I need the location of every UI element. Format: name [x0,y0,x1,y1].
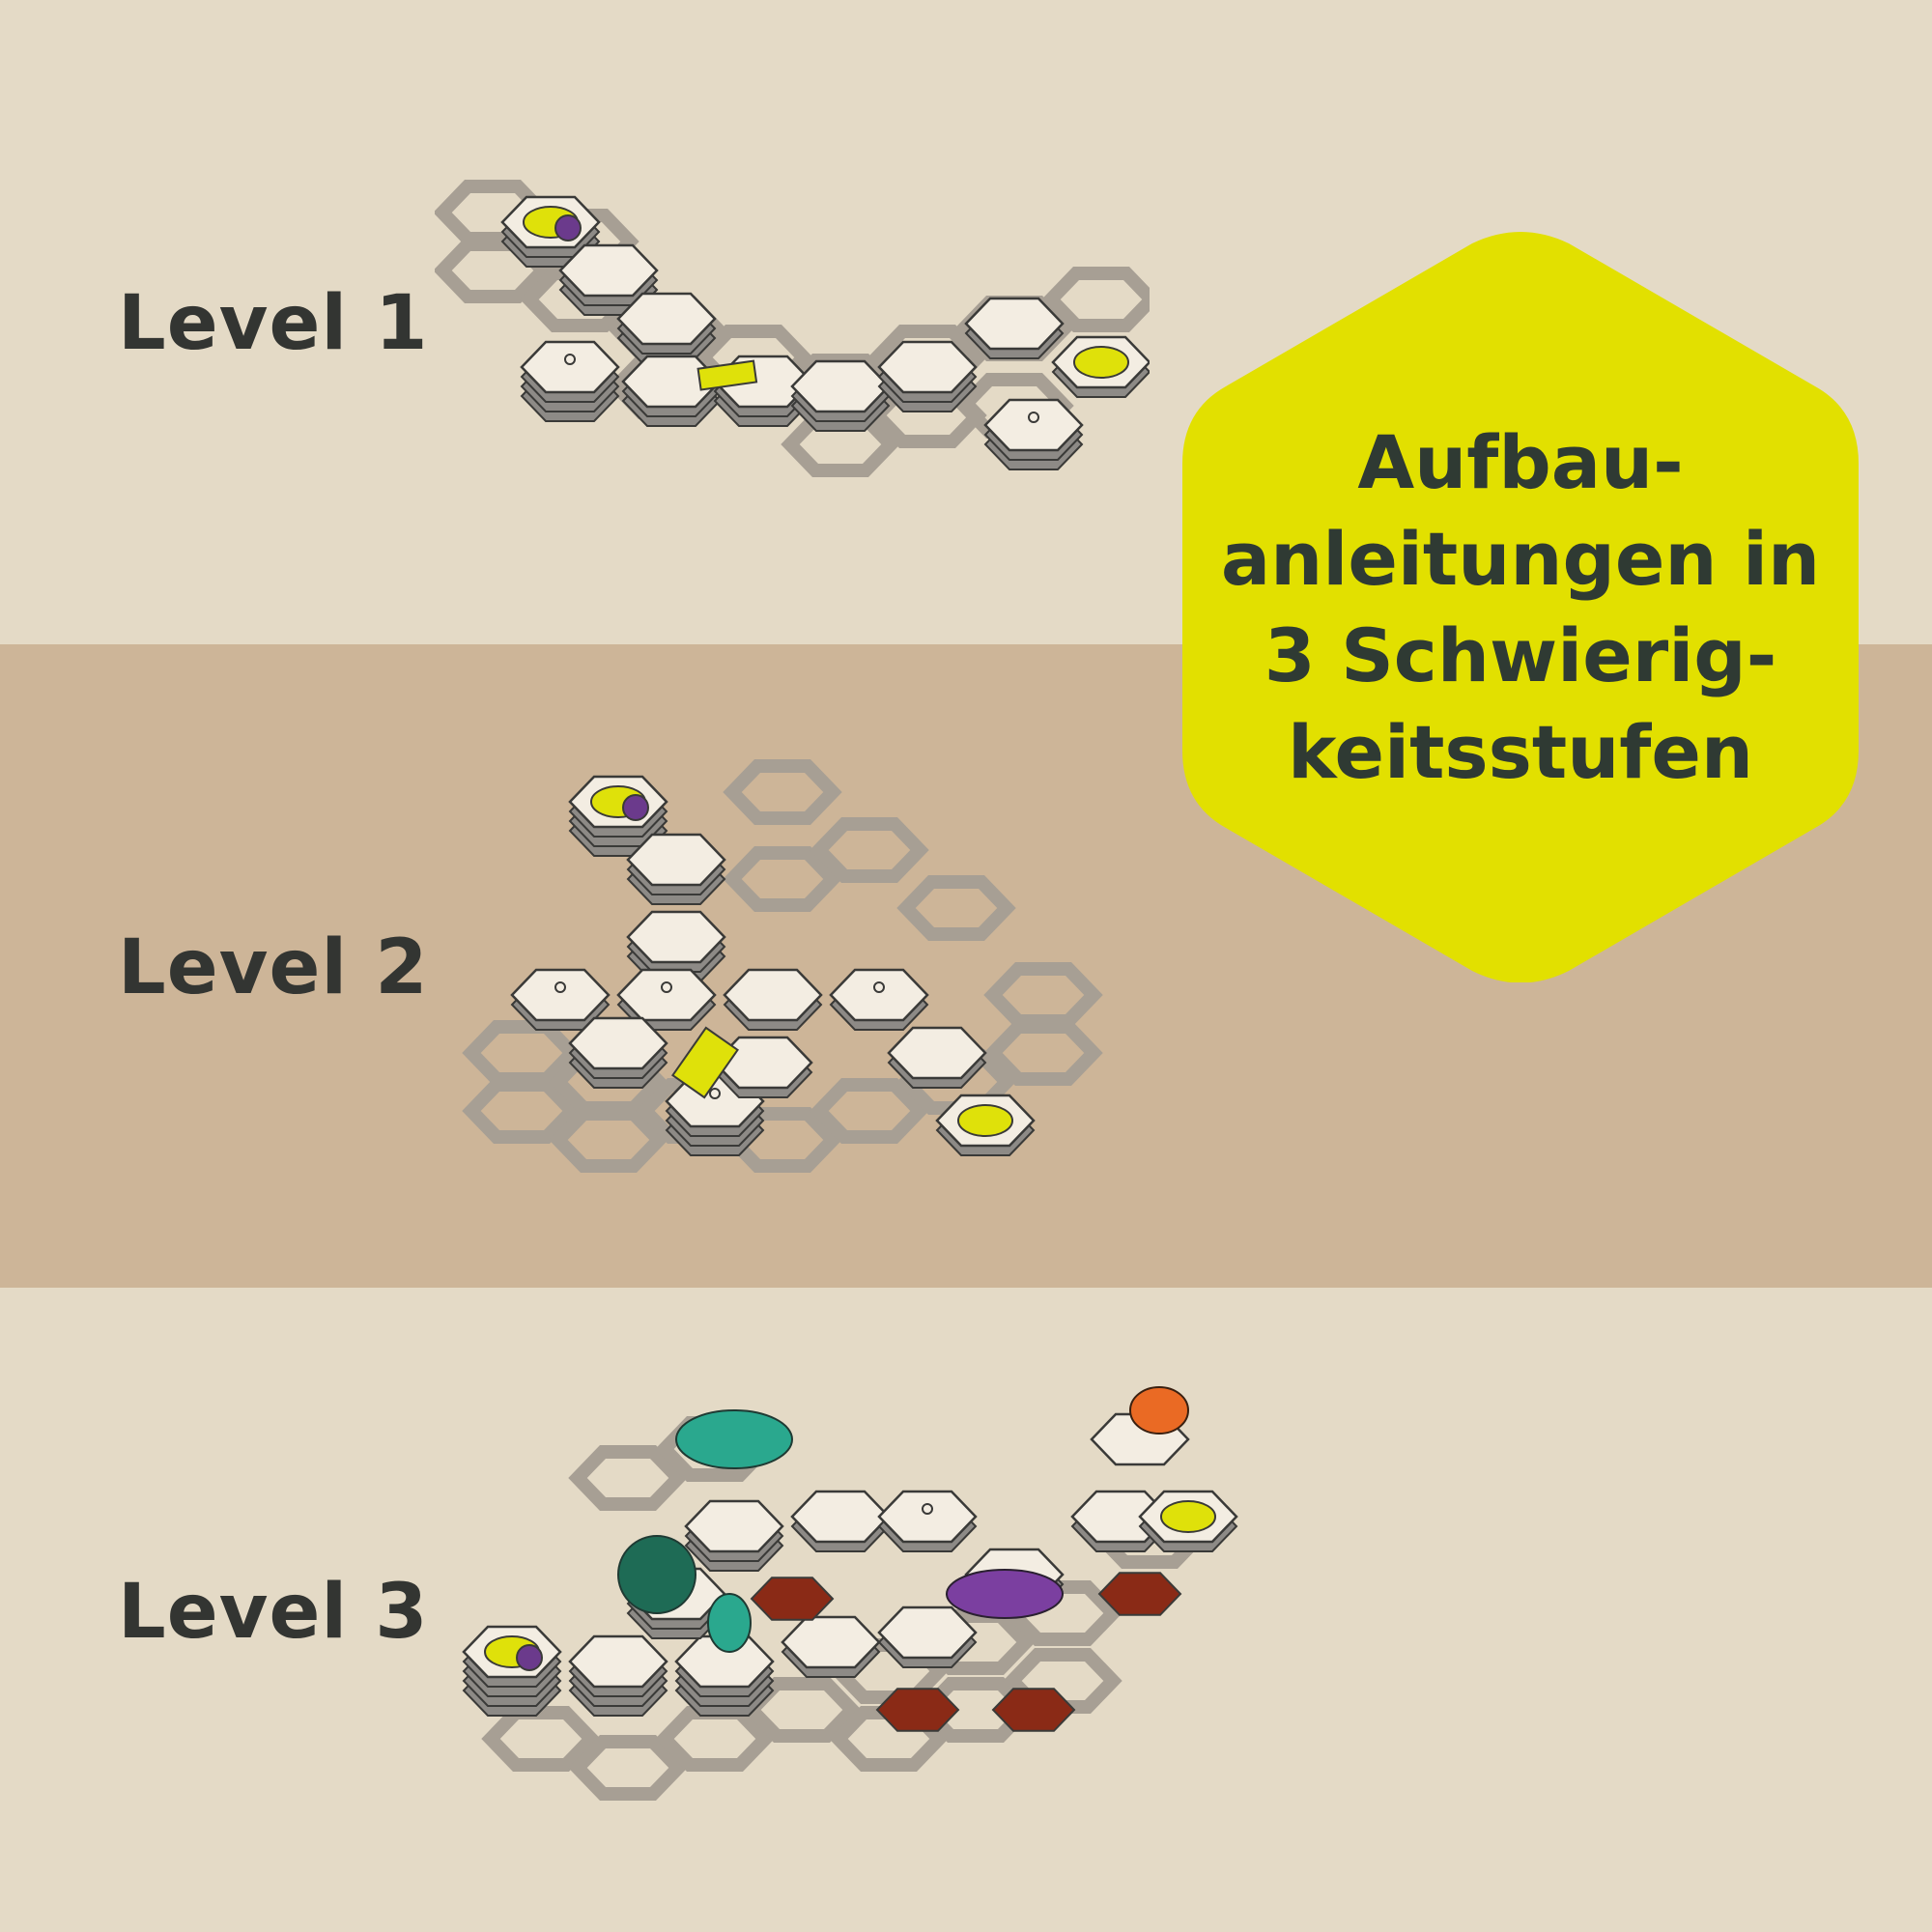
track-tile [790,1490,891,1544]
peg-hole [1028,412,1039,423]
peg-hole [661,981,672,993]
fossil-tile [1097,1572,1182,1616]
track-tile [781,1615,881,1669]
fossil-tile [991,1688,1076,1732]
yellow-ramp [671,1026,739,1099]
level-1-label: Level 1 [118,280,429,367]
track-tile [558,243,659,298]
level-3-track-illustration [462,1386,1238,1801]
grid-hex [810,817,929,883]
grid-hex [983,1020,1103,1086]
grid-hex [462,1078,582,1144]
dark-green-dinosaur-figure [617,1535,696,1614]
marble-ball [622,794,649,821]
track-tile [568,1634,668,1689]
fossil-tile [750,1577,835,1621]
fossil-tile [875,1688,960,1732]
level-2-track-illustration [462,759,1103,1173]
grid-hex [723,846,842,912]
track-tile [621,355,722,409]
peg-hole [922,1503,933,1515]
difficulty-badge: Aufbau- anleitungen in 3 Schwierig- keit… [1182,232,1859,982]
track-tile [877,1605,978,1660]
track-tile [684,1499,784,1553]
badge-line-1: Aufbau- [1357,418,1684,505]
target-cup [1073,346,1129,379]
grid-hex [1003,1648,1122,1714]
track-tile [626,833,726,887]
track-tile [510,968,611,1022]
track-tile [723,968,823,1022]
track-tile [887,1026,987,1080]
hexagon-badge-shape [1182,232,1859,982]
green-dinosaur-figure [675,1409,793,1469]
badge-line-2: anleitungen in [1220,515,1821,602]
badge-line-3: 3 Schwierig- [1264,611,1777,698]
marble-ball [516,1644,543,1671]
grid-hex [896,875,1016,941]
level-1-track-illustration [435,180,1150,477]
target-cup [957,1104,1013,1137]
grid-hex [462,1020,582,1086]
grid-hex [1041,267,1150,332]
yellow-ramp [696,359,758,391]
marble-ball [554,214,582,242]
grid-hex [983,962,1103,1028]
orange-dinosaur-figure [1129,1386,1189,1435]
grid-hex [568,1735,688,1801]
track-tile [568,1016,668,1070]
grid-hex [810,1078,929,1144]
grid-hex [723,759,842,825]
track-tile [626,910,726,964]
track-tile [829,968,929,1022]
grid-hex [481,1706,601,1772]
peg-hole [873,981,885,993]
track-tile [877,340,978,394]
peg-hole [554,981,566,993]
track-tile [964,297,1065,351]
grid-hex [655,1706,775,1772]
track-tile [520,340,620,394]
badge-line-4: keitsstufen [1287,708,1754,795]
level-3-label: Level 3 [118,1569,429,1656]
peg-hole [709,1088,721,1099]
track-tile [616,968,717,1022]
track-tile [877,1490,978,1544]
small-dinosaur-figure [707,1593,752,1653]
peg-hole [564,354,576,365]
track-tile [616,292,717,346]
level-2-label: Level 2 [118,924,429,1011]
target-cup [1160,1500,1216,1533]
purple-dinosaur-figure [946,1569,1064,1619]
grid-hex [549,1107,668,1173]
track-tile [790,359,891,413]
grid-hex [568,1445,688,1511]
track-tile [983,398,1084,452]
